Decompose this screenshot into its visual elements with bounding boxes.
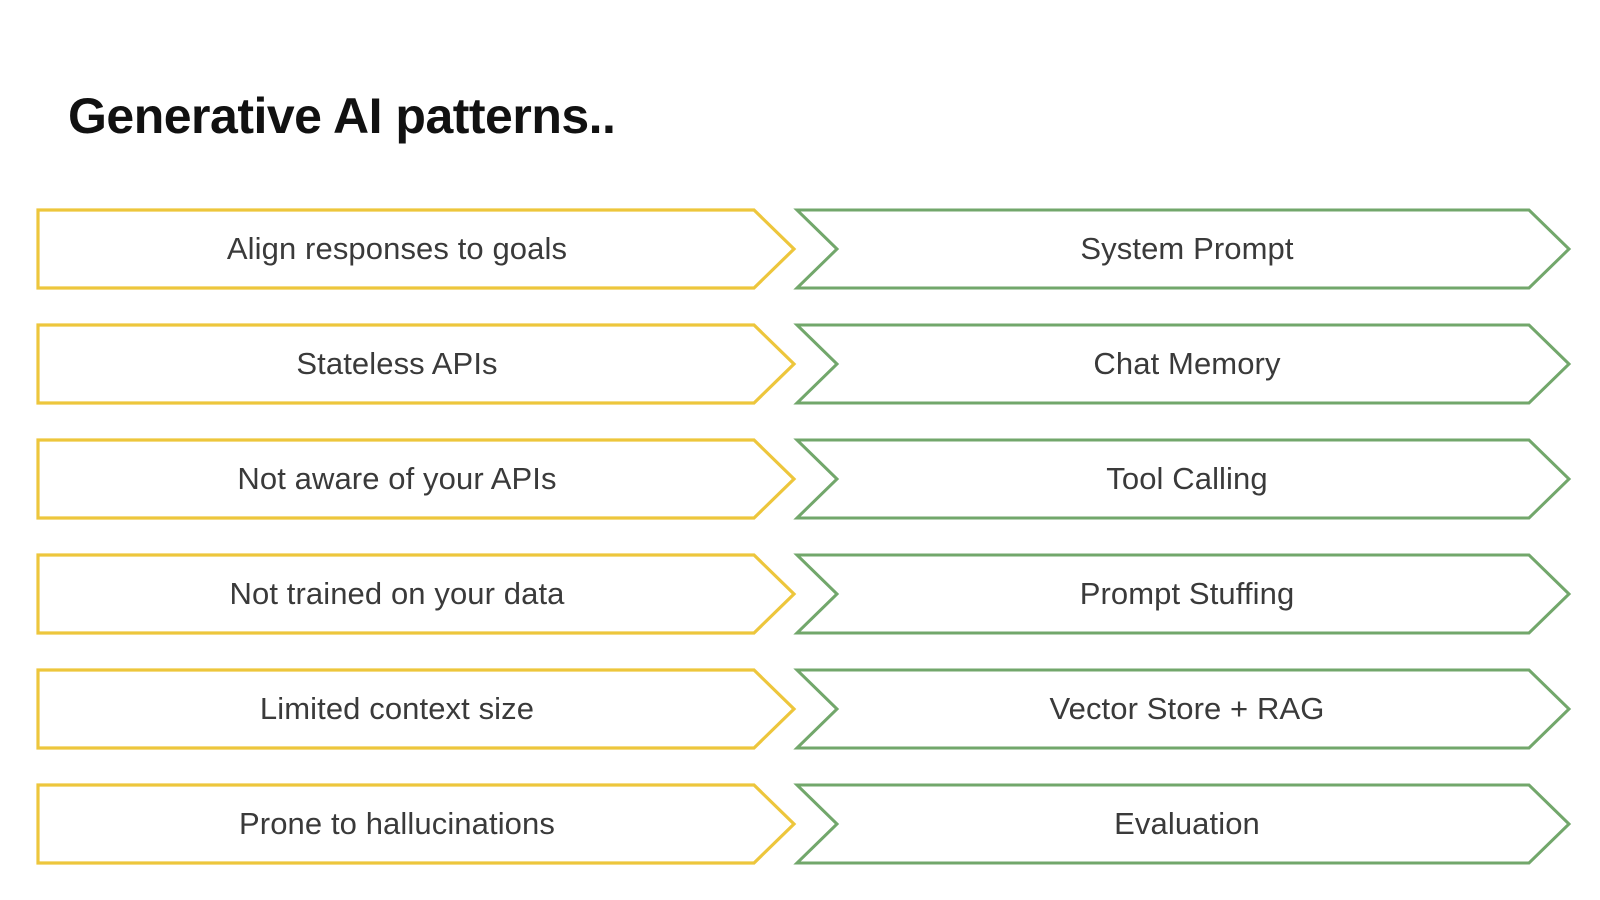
pattern-rows-list: Align responses to goals System Prompt S… xyxy=(0,208,1600,898)
chevron-arrow-icon xyxy=(795,323,1571,405)
problem-label: Stateless APIs xyxy=(296,346,498,381)
pattern-label: System Prompt xyxy=(1080,231,1294,266)
pattern-label: Prompt Stuffing xyxy=(1079,576,1295,611)
pentagon-arrow-icon xyxy=(36,208,796,290)
pentagon-arrow-icon xyxy=(36,783,796,865)
pattern-arrow-5[interactable]: Vector Store + RAG xyxy=(795,668,1571,750)
problem-arrow-3[interactable]: Not aware of your APIs xyxy=(36,438,796,520)
problem-arrow-5[interactable]: Limited context size xyxy=(36,668,796,750)
chevron-arrow-icon xyxy=(795,553,1571,635)
pattern-label: Vector Store + RAG xyxy=(1049,691,1325,726)
pattern-label: Evaluation xyxy=(1114,806,1260,841)
problem-label: Limited context size xyxy=(259,691,535,726)
pattern-arrow-4[interactable]: Prompt Stuffing xyxy=(795,553,1571,635)
pattern-row: Not trained on your data Prompt Stuffing xyxy=(0,553,1600,635)
page-title: Generative AI patterns.. xyxy=(68,88,616,144)
problem-arrow-1[interactable]: Align responses to goals xyxy=(36,208,796,290)
pattern-arrow-2[interactable]: Chat Memory xyxy=(795,323,1571,405)
chevron-arrow-icon xyxy=(795,208,1571,290)
pentagon-arrow-icon xyxy=(36,668,796,750)
pattern-row: Not aware of your APIs Tool Calling xyxy=(0,438,1600,520)
chevron-arrow-icon xyxy=(795,438,1571,520)
pattern-row: Stateless APIs Chat Memory xyxy=(0,323,1600,405)
pattern-label: Chat Memory xyxy=(1093,346,1281,381)
chevron-arrow-icon xyxy=(795,668,1571,750)
problem-arrow-6[interactable]: Prone to hallucinations xyxy=(36,783,796,865)
problem-label: Align responses to goals xyxy=(226,231,568,266)
problem-arrow-4[interactable]: Not trained on your data xyxy=(36,553,796,635)
pattern-row: Align responses to goals System Prompt xyxy=(0,208,1600,290)
pattern-label: Tool Calling xyxy=(1106,461,1268,496)
chevron-arrow-icon xyxy=(795,783,1571,865)
pentagon-arrow-icon xyxy=(36,553,796,635)
pentagon-arrow-icon xyxy=(36,438,796,520)
pattern-arrow-6[interactable]: Evaluation xyxy=(795,783,1571,865)
pattern-arrow-1[interactable]: System Prompt xyxy=(795,208,1571,290)
pattern-row: Limited context size Vector Store + RAG xyxy=(0,668,1600,750)
problem-label: Not aware of your APIs xyxy=(237,461,557,496)
problem-label: Prone to hallucinations xyxy=(239,806,555,841)
pattern-arrow-3[interactable]: Tool Calling xyxy=(795,438,1571,520)
pattern-row: Prone to hallucinations Evaluation xyxy=(0,783,1600,865)
problem-arrow-2[interactable]: Stateless APIs xyxy=(36,323,796,405)
pentagon-arrow-icon xyxy=(36,323,796,405)
problem-label: Not trained on your data xyxy=(229,576,565,611)
